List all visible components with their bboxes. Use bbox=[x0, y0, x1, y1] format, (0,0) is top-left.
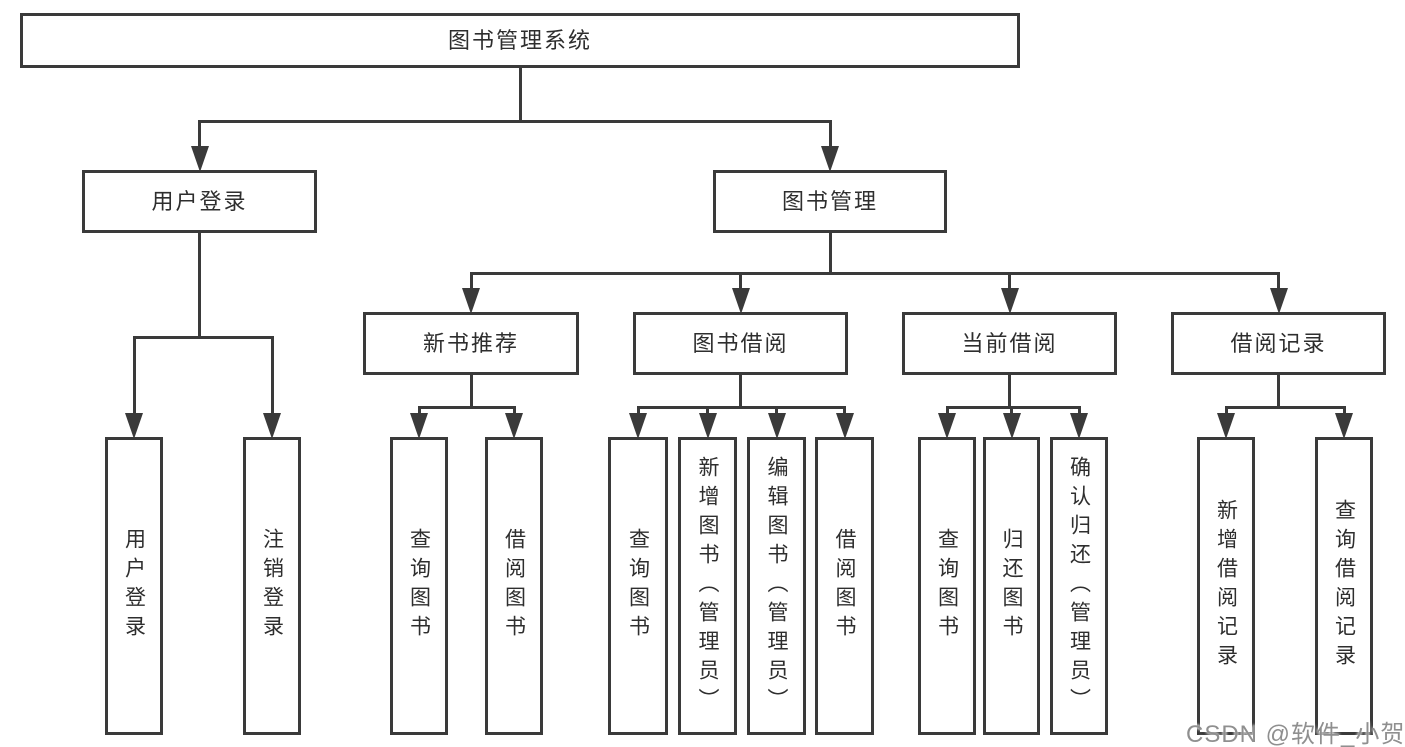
connector-line bbox=[636, 406, 640, 413]
connector-line bbox=[469, 373, 473, 409]
connector-line bbox=[706, 406, 709, 413]
connector-line bbox=[1008, 272, 1011, 288]
node-leaf-logout: 注销登录 bbox=[243, 437, 301, 735]
node-label-borrow-records: 借阅记录 bbox=[1230, 330, 1327, 356]
arrow-down-icon bbox=[1002, 413, 1021, 439]
connector-line bbox=[1077, 406, 1081, 413]
connector-line bbox=[739, 272, 742, 288]
connector-line bbox=[843, 406, 846, 413]
arrow-down-icon bbox=[938, 413, 956, 439]
arrow-down-icon bbox=[505, 413, 523, 439]
node-label-current-borrow: 当前借阅 bbox=[961, 330, 1058, 356]
node-bb-query: 查询图书 bbox=[608, 437, 668, 735]
connector-line bbox=[132, 336, 136, 413]
node-label-bb-query: 查询图书 bbox=[626, 528, 650, 644]
arrow-down-icon bbox=[1269, 288, 1288, 314]
connector-line bbox=[518, 66, 522, 123]
connector-line bbox=[1224, 406, 1228, 413]
node-current-borrow: 当前借阅 bbox=[902, 312, 1117, 375]
connector-line bbox=[636, 406, 846, 409]
arrow-down-icon bbox=[1217, 413, 1235, 439]
connector-line bbox=[739, 373, 742, 409]
arrow-down-icon bbox=[1000, 288, 1019, 314]
node-label-cb-return: 归还图书 bbox=[1000, 528, 1023, 644]
arrow-down-icon bbox=[1335, 413, 1353, 439]
connector-line bbox=[198, 120, 832, 123]
connector-line bbox=[417, 406, 421, 413]
node-label-user-login: 用户登录 bbox=[151, 188, 248, 214]
node-leaf-user-login: 用户登录 bbox=[105, 437, 163, 735]
node-bb-borrow: 借阅图书 bbox=[815, 437, 874, 735]
connector-line bbox=[469, 272, 1280, 275]
node-label-bb-add: 新增图书（管理员） bbox=[696, 455, 719, 717]
node-label-nbr-borrow: 借阅图书 bbox=[502, 528, 526, 644]
node-label-book-mgmt: 图书管理 bbox=[781, 188, 878, 214]
connector-line bbox=[1010, 406, 1013, 413]
node-label-br-query: 查询借阅记录 bbox=[1332, 499, 1356, 673]
node-label-nbr-query: 查询图书 bbox=[407, 528, 431, 644]
connector-line bbox=[828, 231, 832, 275]
connector-line bbox=[1277, 373, 1280, 409]
connector-line bbox=[512, 406, 516, 413]
arrow-down-icon bbox=[462, 288, 480, 314]
arrow-down-icon bbox=[731, 288, 750, 314]
node-br-add: 新增借阅记录 bbox=[1197, 437, 1255, 735]
node-label-br-add: 新增借阅记录 bbox=[1214, 499, 1238, 673]
node-label-root: 图书管理系统 bbox=[447, 27, 592, 53]
arrow-down-icon bbox=[125, 413, 143, 439]
node-new-book-rec: 新书推荐 bbox=[363, 312, 579, 375]
node-cb-return: 归还图书 bbox=[983, 437, 1040, 735]
connector-line bbox=[828, 120, 832, 146]
arrow-down-icon bbox=[767, 413, 786, 439]
arrow-down-icon bbox=[263, 413, 281, 439]
node-label-cb-query: 查询图书 bbox=[935, 528, 959, 644]
node-user-login: 用户登录 bbox=[82, 170, 317, 233]
connector-line bbox=[945, 406, 949, 413]
arrow-down-icon bbox=[629, 413, 647, 439]
node-cb-confirm: 确认归还（管理员） bbox=[1050, 437, 1108, 735]
connector-line bbox=[945, 406, 1081, 409]
node-bb-edit: 编辑图书（管理员） bbox=[747, 437, 806, 735]
node-book-borrow: 图书借阅 bbox=[633, 312, 848, 375]
arrow-down-icon bbox=[835, 413, 854, 439]
node-label-new-book-rec: 新书推荐 bbox=[422, 330, 519, 356]
node-nbr-borrow: 借阅图书 bbox=[485, 437, 543, 735]
connector-line bbox=[1277, 272, 1280, 288]
node-book-mgmt: 图书管理 bbox=[713, 170, 947, 233]
arrow-down-icon bbox=[410, 413, 428, 439]
arrow-down-icon bbox=[190, 146, 209, 172]
connector-line bbox=[775, 406, 778, 413]
connector-line bbox=[198, 120, 201, 146]
node-label-leaf-logout: 注销登录 bbox=[260, 528, 284, 644]
node-label-book-borrow: 图书借阅 bbox=[692, 330, 789, 356]
connector-line bbox=[270, 336, 274, 413]
connector-line bbox=[132, 336, 274, 339]
arrow-down-icon bbox=[698, 413, 717, 439]
node-nbr-query: 查询图书 bbox=[390, 437, 448, 735]
connector-line bbox=[1224, 406, 1346, 409]
connector-line bbox=[469, 272, 473, 288]
node-borrow-records: 借阅记录 bbox=[1171, 312, 1386, 375]
node-root: 图书管理系统 bbox=[20, 13, 1020, 68]
connector-line bbox=[1342, 406, 1346, 413]
connector-line bbox=[198, 231, 201, 339]
arrow-down-icon bbox=[1070, 413, 1088, 439]
arrow-down-icon bbox=[821, 146, 839, 172]
csdn-watermark: CSDN @软件_小贺同学 bbox=[1186, 721, 1405, 747]
node-bb-add: 新增图书（管理员） bbox=[678, 437, 737, 735]
node-label-bb-borrow: 借阅图书 bbox=[833, 528, 856, 644]
node-label-cb-confirm: 确认归还（管理员） bbox=[1067, 455, 1091, 717]
node-br-query: 查询借阅记录 bbox=[1315, 437, 1373, 735]
node-label-leaf-user-login: 用户登录 bbox=[122, 528, 146, 644]
node-label-bb-edit: 编辑图书（管理员） bbox=[765, 455, 788, 717]
connector-line bbox=[1008, 373, 1011, 409]
node-cb-query: 查询图书 bbox=[918, 437, 976, 735]
connector-line bbox=[417, 406, 516, 409]
